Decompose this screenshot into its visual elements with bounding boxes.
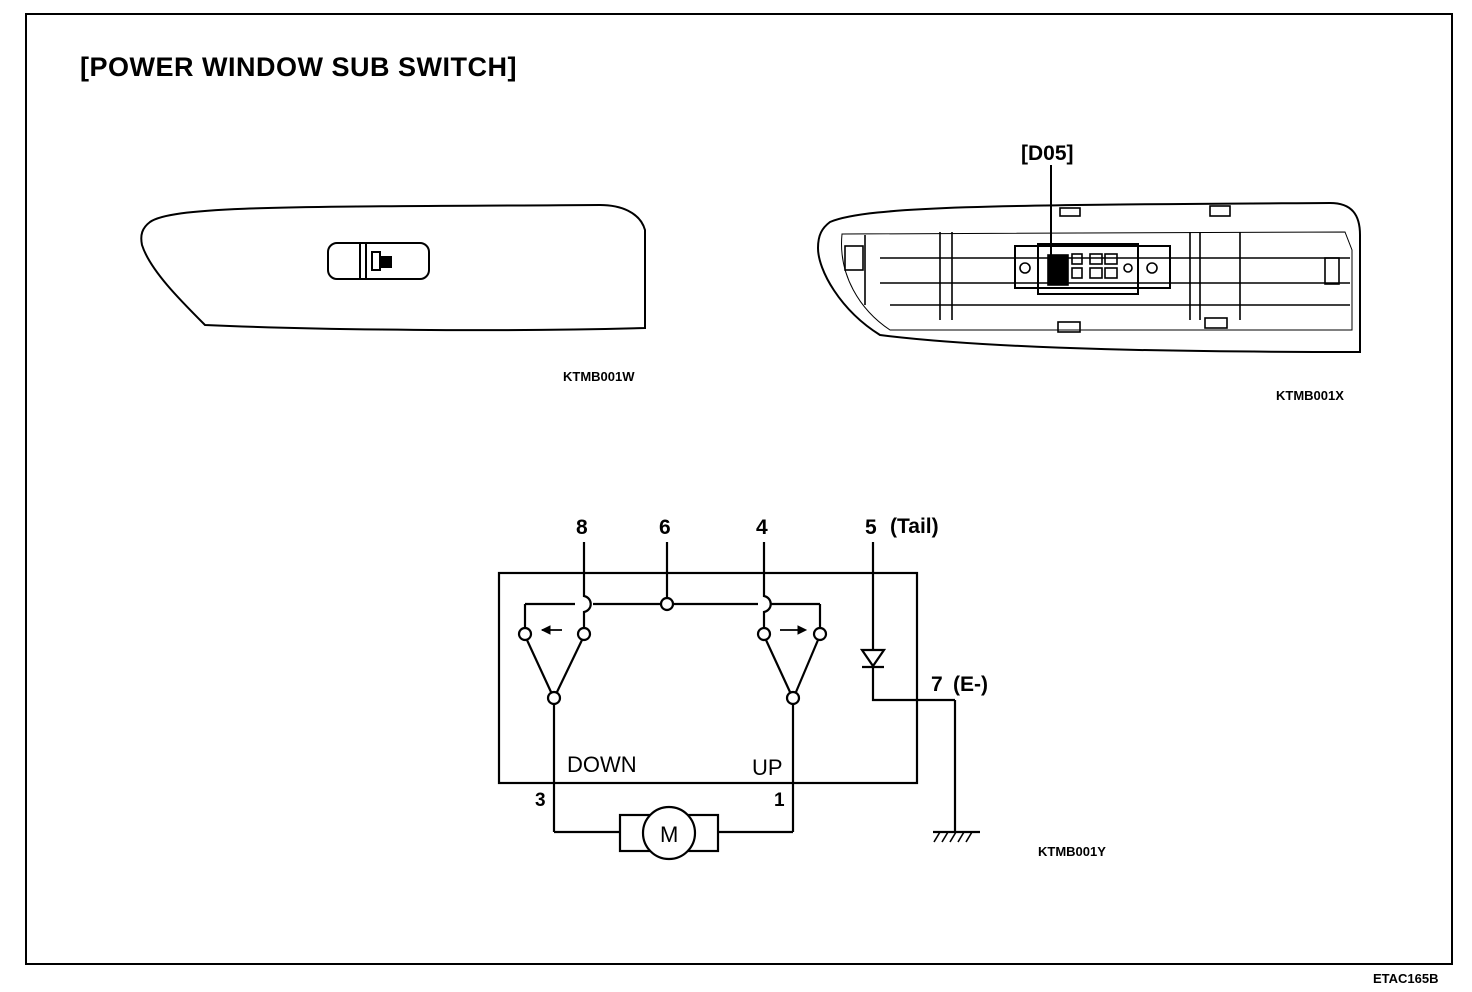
ground-symbol — [933, 830, 980, 843]
switch-knob — [327, 242, 430, 280]
motor-label: M — [660, 822, 678, 847]
rear-view-code: KTMB001X — [1276, 388, 1344, 403]
down-switch — [517, 625, 592, 706]
terminal-1-label: 1 — [774, 790, 785, 811]
front-view-switch-panel — [140, 203, 646, 332]
terminal-4-lead — [762, 542, 772, 628]
connector-d05-housing — [1014, 243, 1171, 295]
terminal-8-lead — [582, 542, 592, 628]
page-code: ETAC165B — [1373, 971, 1439, 986]
diode-to-ground — [871, 667, 955, 702]
connector-d05-label: [D05] — [1021, 142, 1074, 165]
terminal-8-label: 8 — [576, 516, 588, 539]
page-title: [POWER WINDOW SUB SWITCH] — [80, 52, 517, 82]
common-junction — [659, 596, 675, 612]
switch-body-box — [497, 571, 919, 785]
terminal-5-note: (Tail) — [890, 515, 939, 538]
circuit-schematic — [497, 542, 980, 861]
down-switch-label: DOWN — [567, 752, 637, 777]
terminal-4-label: 4 — [756, 516, 768, 539]
diode — [859, 648, 887, 669]
rear-view-switch-panel — [816, 201, 1361, 354]
front-view-code: KTMB001W — [563, 369, 635, 384]
motor — [618, 805, 720, 861]
terminal-6-label: 6 — [659, 516, 671, 539]
terminal-5-label: 5 — [865, 516, 877, 539]
terminal-7-note: (E-) — [953, 673, 988, 696]
circuit-code: KTMB001Y — [1038, 844, 1106, 859]
up-switch-label: UP — [752, 755, 783, 780]
up-switch — [756, 625, 828, 706]
terminal-7-label: 7 — [931, 673, 943, 696]
terminal-3-label: 3 — [535, 790, 546, 811]
page-border — [25, 13, 1453, 965]
